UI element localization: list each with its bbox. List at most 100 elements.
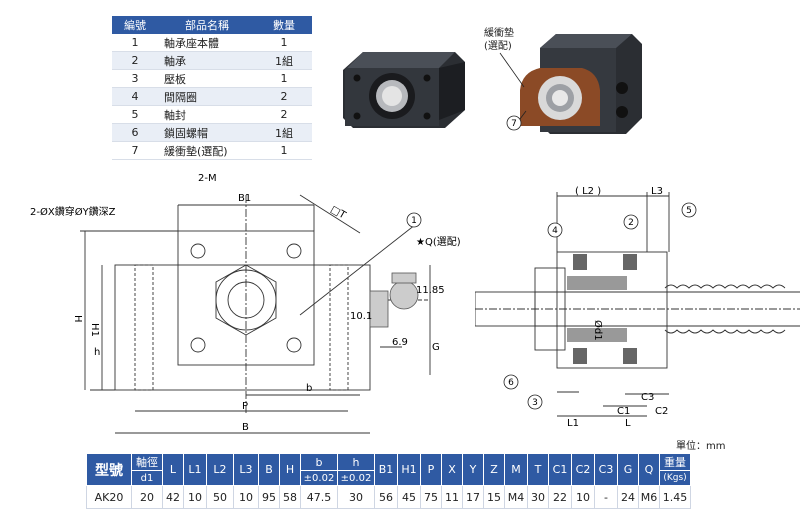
part-number: 2 xyxy=(112,51,158,70)
balloon-6: 6 xyxy=(508,378,514,388)
p-label: P xyxy=(242,401,248,412)
header-shaft-sub: d1 xyxy=(131,470,163,486)
part-name: 緩衝墊(選配) xyxy=(158,141,256,160)
header-number: 編號 xyxy=(112,16,158,34)
dim-10-1: 10.1 xyxy=(350,311,372,322)
h-small-label: h xyxy=(94,347,100,358)
part-qty: 2 xyxy=(256,105,312,124)
balloon-2-circle xyxy=(623,214,639,230)
header-model: 型號 xyxy=(86,453,132,486)
g-label: G xyxy=(432,342,440,353)
cell-m: M4 xyxy=(504,485,528,509)
part-number: 7 xyxy=(112,141,158,160)
cell-t: 30 xyxy=(527,485,549,509)
cell-q: M6 xyxy=(638,485,660,509)
part-qty: 2 xyxy=(256,87,312,106)
cell-c3: - xyxy=(594,485,618,509)
header-c2: C2 xyxy=(571,453,595,486)
hole-label: 2-ØX鑽穿ØY鑽深Z xyxy=(30,205,116,218)
header-l1: L1 xyxy=(183,453,207,486)
header-q: Q xyxy=(638,453,660,486)
unit-label: 單位：mm xyxy=(676,441,726,452)
cell-model: AK20 xyxy=(86,485,132,509)
balloon-2: 2 xyxy=(628,218,634,228)
balloon-3: 3 xyxy=(532,398,538,408)
header-g: G xyxy=(617,453,639,486)
cell-h: 58 xyxy=(279,485,301,509)
part-number: 4 xyxy=(112,87,158,106)
l3-label: L3 xyxy=(651,186,663,197)
cell-x: 11 xyxy=(441,485,463,509)
cell-l2: 50 xyxy=(206,485,234,509)
part-qty: 1組 xyxy=(256,123,312,142)
cell-weight: 1.45 xyxy=(659,485,691,509)
front-view-drawing: 2-ØX鑽穿ØY鑽深Z 2-M B1 □T H H1 h b P B G ★Q(… xyxy=(30,173,461,434)
header-h-small: h xyxy=(337,453,375,471)
parts-table-header: 編號 部品名稱 數量 xyxy=(112,16,312,34)
l1-label: L1 xyxy=(567,418,579,429)
header-c1: C1 xyxy=(548,453,572,486)
c1-label: C1 xyxy=(617,406,630,417)
part-name: 壓板 xyxy=(158,69,256,88)
part-name: 間隔圈 xyxy=(158,87,256,106)
m-label: 2-M xyxy=(198,173,217,184)
cell-h-small: 30 xyxy=(337,485,375,509)
header-b-tol: ±0.02 xyxy=(300,470,338,486)
header-b1: B1 xyxy=(374,453,398,486)
cell-d1: 20 xyxy=(131,485,163,509)
balloon-5: 5 xyxy=(686,206,692,216)
h1-label: H1 xyxy=(89,323,100,337)
section-view-drawing: ( L2 ) L3 L1 L C1 C2 C3 Ød1 2 3 4 5 6 xyxy=(475,186,800,429)
part-number: 3 xyxy=(112,69,158,88)
cell-c2: 10 xyxy=(571,485,595,509)
cell-p: 75 xyxy=(420,485,442,509)
part-qty: 1組 xyxy=(256,51,312,70)
header-l2: L2 xyxy=(206,453,234,486)
balloon-7: 7 xyxy=(511,119,517,129)
cell-y: 17 xyxy=(462,485,484,509)
cell-h1: 45 xyxy=(397,485,421,509)
cushion-callout: 緩衝墊 (選配) 7 xyxy=(484,26,527,131)
header-h-tol: ±0.02 xyxy=(337,470,375,486)
balloon-1-circle xyxy=(406,212,422,228)
part-qty: 1 xyxy=(256,34,312,52)
balloon-1: 1 xyxy=(411,216,417,226)
header-m: M xyxy=(504,453,528,486)
header-h1: H1 xyxy=(397,453,421,486)
cell-b1: 56 xyxy=(374,485,398,509)
cell-l3: 10 xyxy=(233,485,259,509)
cell-l: 42 xyxy=(162,485,184,509)
header-shaft: 軸徑 xyxy=(131,453,163,471)
spec-table: 型號 軸徑 L L1 L2 L3 B H b h B1 H1 P X Y Z M… xyxy=(86,453,691,509)
l2-label: ( L2 ) xyxy=(575,186,601,197)
part-name: 軸承 xyxy=(158,51,256,70)
balloon-3-circle xyxy=(527,394,543,410)
d1-label: Ød1 xyxy=(592,320,604,341)
part-name: 軸封 xyxy=(158,105,256,124)
cell-l1: 10 xyxy=(183,485,207,509)
header-b-small: b xyxy=(300,453,338,471)
part-number: 1 xyxy=(112,34,158,52)
part-number: 6 xyxy=(112,123,158,142)
dim-11-85: 11.85 xyxy=(416,285,445,296)
cell-c1: 22 xyxy=(548,485,572,509)
h-label: H xyxy=(72,315,83,323)
part-qty: 1 xyxy=(256,141,312,160)
grease-label: ★Q(選配) xyxy=(416,235,461,248)
balloon-5-circle xyxy=(681,202,697,218)
header-l: L xyxy=(162,453,184,486)
header-t: T xyxy=(527,453,549,486)
header-y: Y xyxy=(462,453,484,486)
header-x: X xyxy=(441,453,463,486)
balloon-4-circle xyxy=(547,222,563,238)
dim-6-9: 6.9 xyxy=(392,337,408,348)
table-row: AK20 20 42 10 50 10 95 58 47.5 30 56 45 … xyxy=(86,485,691,509)
header-l3: L3 xyxy=(233,453,259,486)
